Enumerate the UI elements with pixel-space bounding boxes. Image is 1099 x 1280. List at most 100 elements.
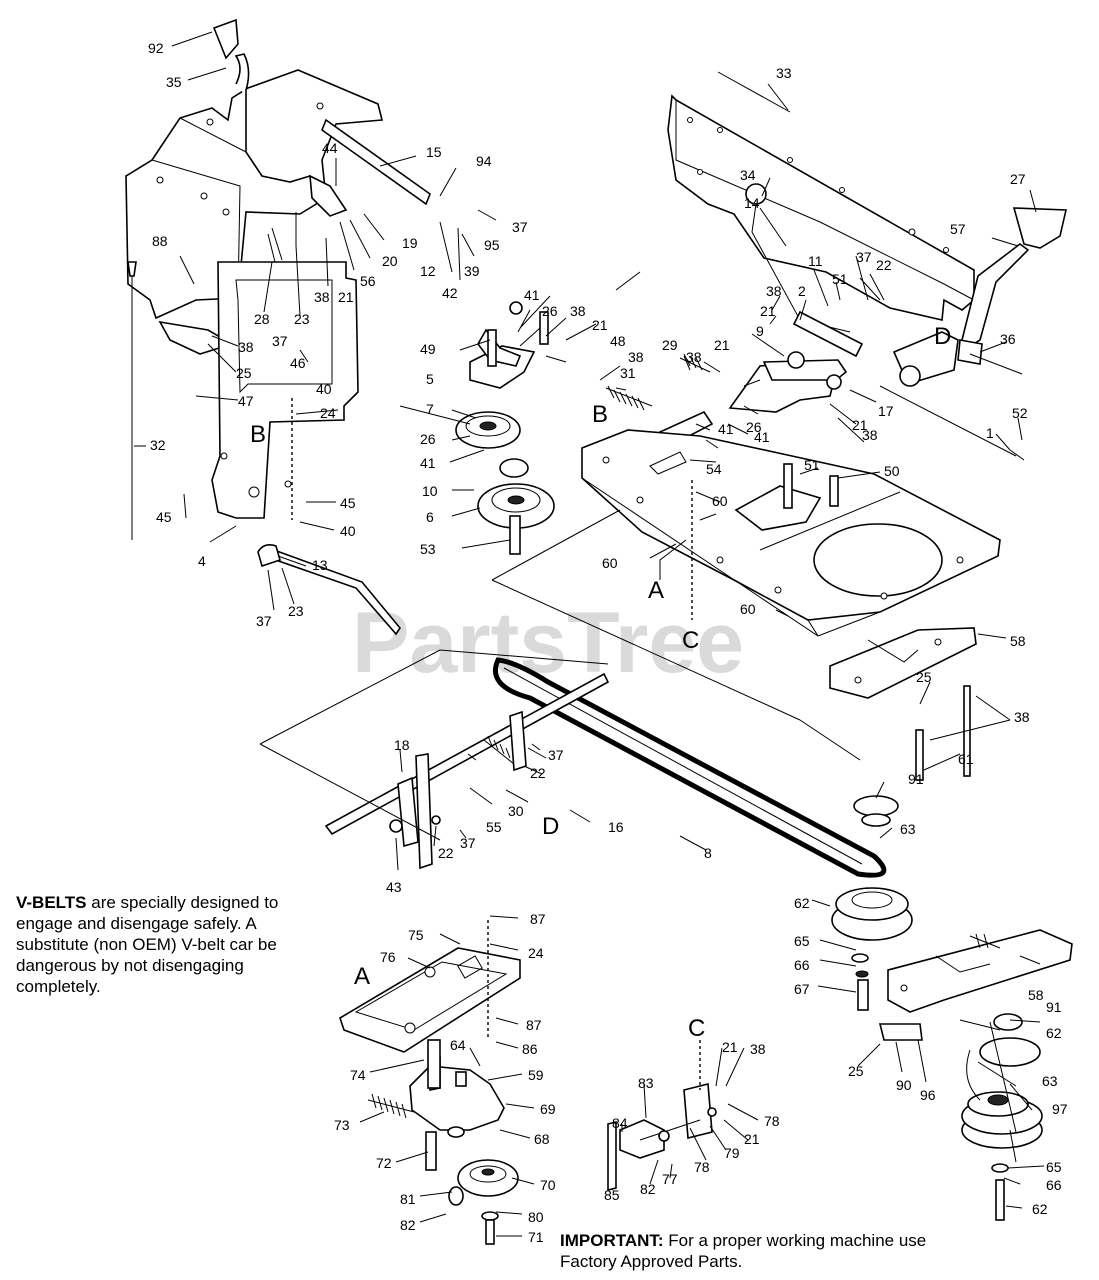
callout-40: 40 [316,381,332,397]
main-frame [581,429,1001,637]
letter-a-plate: A [354,963,370,990]
important-note-lead: IMPORTANT: [560,1231,664,1250]
callout-37e: 37 [548,747,564,763]
callout-91b: 91 [1046,999,1062,1015]
callout-75: 75 [408,927,424,943]
vbelts-note-lead: V-BELTS [16,893,87,912]
callout-66b: 66 [1046,1177,1062,1193]
callout-78: 78 [764,1113,780,1129]
callout-45: 45 [156,509,172,525]
callout-58: 58 [1010,633,1026,649]
callout-81: 81 [400,1191,416,1207]
bracket-58-upper [829,627,977,781]
important-note: IMPORTANT: For a proper working machine … [560,1230,980,1272]
callout-17: 17 [878,403,894,419]
callout-76: 76 [380,949,396,965]
callout-21f: 21 [722,1039,738,1055]
vbelts-note-text: are specially designed to engage and dis… [16,893,279,996]
lift-handle [879,207,1067,461]
callout-22: 22 [876,257,892,273]
callout-48: 48 [610,333,626,349]
callout-10: 10 [422,483,438,499]
callout-77: 77 [662,1171,678,1187]
callout-83: 83 [638,1075,654,1091]
letter-d-handle: D [934,323,951,350]
callout-84: 84 [612,1115,628,1131]
callout-57: 57 [950,221,966,237]
letter-c-frame: C [682,627,699,654]
callout-43: 43 [386,879,402,895]
callout-21g: 21 [744,1131,760,1147]
reference-letters: B B A C D D A C [250,323,951,1042]
callout-70: 70 [540,1177,556,1193]
callout-63b: 63 [1042,1073,1058,1089]
callout-66: 66 [794,957,810,973]
callout-32: 32 [150,437,166,453]
callout-21d: 21 [760,303,776,319]
callout-39: 39 [464,263,480,279]
electric-clutch-assembly [878,929,1073,1221]
callout-31: 31 [620,365,636,381]
important-note-text: For a proper working machine use Factory… [560,1231,927,1271]
callout-24b: 24 [528,945,544,961]
callout-36: 36 [1000,331,1016,347]
callout-16: 16 [608,819,624,835]
callout-53: 53 [420,541,436,557]
callout-64: 64 [450,1037,466,1053]
callout-26: 26 [542,303,558,319]
callout-26c: 26 [746,419,762,435]
callout-82b: 82 [640,1181,656,1197]
callout-60: 60 [712,493,728,509]
callout-27: 27 [1010,171,1026,187]
callout-22c: 22 [438,845,454,861]
callout-52: 52 [1012,405,1028,421]
callout-21: 21 [338,289,354,305]
callout-58b: 58 [1028,987,1044,1003]
callout-38f: 38 [766,283,782,299]
callout-60b: 60 [602,555,618,571]
rod-13 [257,544,401,636]
callout-30: 30 [508,803,524,819]
callout-25: 25 [236,365,252,381]
callout-42: 42 [442,285,458,301]
leader-lines [134,31,1045,1237]
callout-55: 55 [486,819,502,835]
callout-72: 72 [376,1155,392,1171]
callout-38e: 38 [686,349,702,365]
callout-41d: 41 [718,421,734,437]
callout-23b: 23 [288,603,304,619]
callout-38: 38 [314,289,330,305]
callout-8: 8 [704,845,712,861]
callout-87: 87 [530,911,546,927]
callout-38i: 38 [750,1041,766,1057]
callout-21b: 21 [592,317,608,333]
callout-5: 5 [426,371,434,387]
callout-12: 12 [420,263,436,279]
callout-29: 29 [662,337,678,353]
callout-35: 35 [166,74,182,90]
callout-38c: 38 [570,303,586,319]
callout-6: 6 [426,509,434,525]
callout-91: 91 [908,771,924,787]
callout-45b: 45 [340,495,356,511]
callout-9: 9 [756,323,764,339]
v-belt-8 [492,657,887,878]
callout-19: 19 [402,235,418,251]
callout-2: 2 [798,283,806,299]
callout-68: 68 [534,1131,550,1147]
callout-79: 79 [724,1145,740,1161]
callout-37: 37 [512,219,528,235]
pulley-cluster-upper [455,301,555,555]
callout-74: 74 [350,1067,366,1083]
callout-62: 62 [794,895,810,911]
callout-97: 97 [1052,1101,1068,1117]
callout-62c: 62 [1032,1201,1048,1217]
callout-37d: 37 [856,249,872,265]
letter-b-left: B [250,421,266,448]
callout-18: 18 [394,737,410,753]
callout-41c: 41 [754,429,770,445]
vbelts-note: V-BELTS are specially designed to engage… [16,892,326,997]
callout-40b: 40 [340,523,356,539]
callout-15: 15 [426,144,442,160]
bracket-c-assembly [607,1040,717,1192]
